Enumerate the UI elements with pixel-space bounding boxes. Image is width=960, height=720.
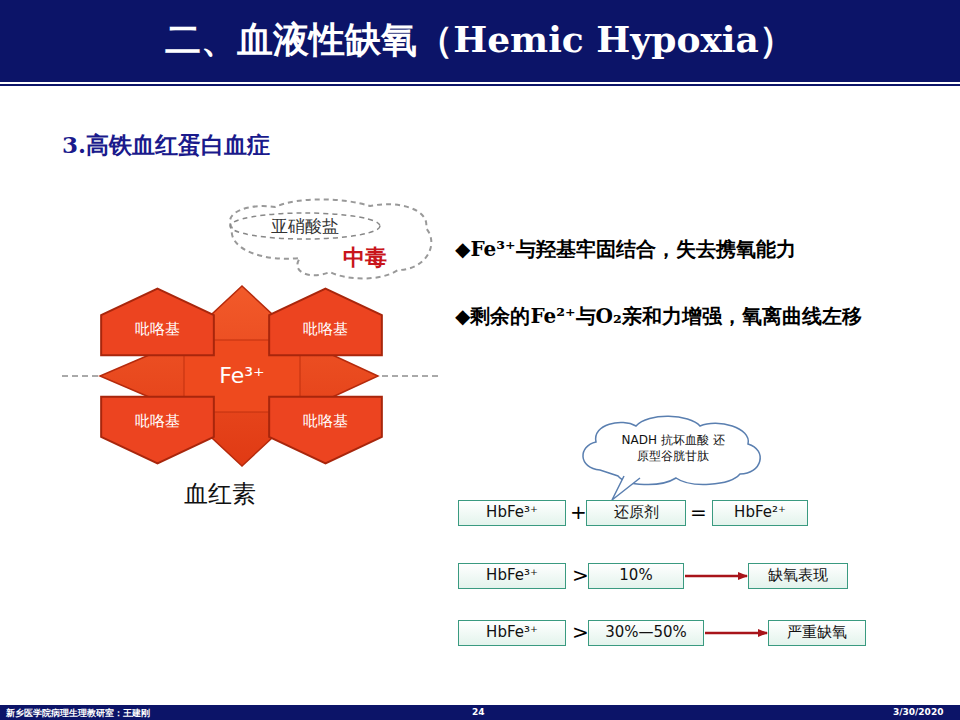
reductant-list: NADH 抗坏血酸 还原型谷胱甘肽: [612, 424, 734, 474]
greater-sign: >: [572, 563, 589, 587]
bullet-text: ◆Fe³⁺与羟基牢固结合，失去携氧能力: [455, 236, 796, 263]
heme-label: 血红素: [184, 478, 256, 510]
node-text: 10%: [619, 566, 652, 586]
formula-box: 10%: [588, 563, 684, 589]
reductant-cloud: [583, 416, 760, 500]
formula-box: HbFe³⁺: [458, 563, 566, 589]
node-text: 吡咯基: [303, 320, 348, 340]
section-heading: 3.高铁血红蛋白血症: [62, 130, 270, 161]
pyrrole-group: 吡咯基: [268, 396, 383, 464]
arrow-connector: [705, 632, 767, 635]
arrow-connector: [685, 575, 747, 578]
node-text: 30%—50%: [605, 623, 687, 643]
footer-text: 新乡医学院病理生理教研室：王建刚: [6, 707, 150, 720]
node-text: 缺氧表现: [768, 566, 828, 586]
node-text: 吡咯基: [135, 320, 180, 340]
node-text: 吡咯基: [303, 412, 348, 432]
poison-label: 中毒: [343, 243, 387, 273]
node-text: 还原剂: [614, 503, 659, 523]
node-text: HbFe³⁺: [486, 623, 538, 643]
nitrite-text: 亚硝酸盐: [240, 214, 370, 238]
node-text: Fe³⁺: [219, 362, 264, 391]
node-text: NADH 抗坏血酸 还原型谷胱甘肽: [616, 433, 730, 464]
pyrrole-group: 吡咯基: [268, 288, 383, 356]
node-text: 吡咯基: [135, 412, 180, 432]
slide-title: 二、血液性缺氧（Hemic Hypoxia）: [0, 16, 960, 65]
node-text: HbFe²⁺: [734, 503, 786, 523]
result-box: 缺氧表现: [748, 563, 848, 589]
node-text: 严重缺氧: [787, 623, 847, 643]
title-rule: [0, 84, 960, 86]
formula-box: 30%—50%: [588, 620, 704, 646]
nitrite-ellipse: [230, 213, 380, 239]
formula-box: HbFe³⁺: [458, 500, 566, 526]
node-text: 亚硝酸盐: [271, 215, 339, 237]
pyrrole-group: 吡咯基: [100, 396, 215, 464]
bullet-text: ◆剩余的Fe²⁺与O₂亲和力增强，氧离曲线左移: [455, 297, 920, 335]
formula-box: HbFe²⁺: [712, 500, 808, 526]
formula-box: HbFe³⁺: [458, 620, 566, 646]
formula-box: 还原剂: [586, 500, 686, 526]
result-box: 严重缺氧: [768, 620, 866, 646]
poison-cloud-outline: [230, 199, 431, 278]
node-text: HbFe³⁺: [486, 503, 538, 523]
pyrrole-group: 吡咯基: [100, 288, 215, 356]
page-number: 24: [472, 707, 485, 717]
greater-sign: >: [572, 620, 589, 644]
footer-date: 3/30/2020: [893, 707, 943, 717]
iron-ion: Fe³⁺: [192, 358, 292, 394]
node-text: HbFe³⁺: [486, 566, 538, 586]
plus-sign: +: [570, 500, 587, 524]
equals-sign: =: [690, 500, 707, 524]
